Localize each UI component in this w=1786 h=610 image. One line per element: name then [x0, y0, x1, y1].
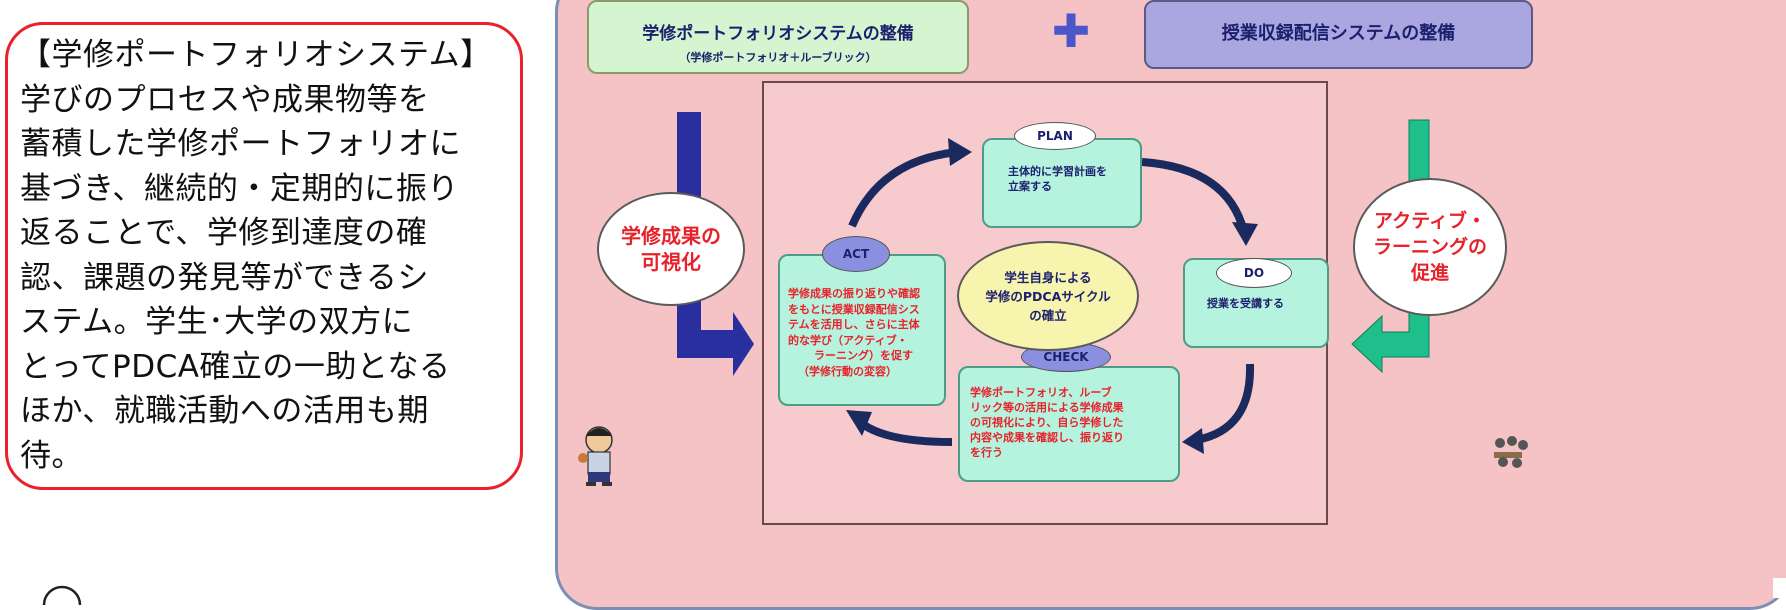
pdca-center-oval: 学生自身による 学修のPDCAサイクル の確立: [957, 241, 1139, 351]
visualization-oval: 学修成果の 可視化: [597, 192, 745, 306]
note-line: ほか、就職活動への活用も期: [20, 393, 429, 429]
check-text-line: リック等の活用による学修成果: [970, 401, 1124, 414]
note-line: ステム。学生･大学の双方に: [20, 304, 414, 340]
act-text-line: をもとに授業収録配信シス: [788, 302, 920, 316]
do-label-text: DO: [1243, 266, 1265, 280]
active-learning-oval: アクティブ・ ラーニングの 促進: [1353, 178, 1507, 316]
visualization-line: 学修成果の: [621, 224, 721, 248]
pdca-center-line: 学修のPDCAサイクル: [985, 288, 1111, 304]
check-text-line: を行う: [970, 446, 1003, 459]
note-line: 蓄積した学修ポートフォリオに: [20, 126, 461, 162]
act-text-line: 的な学び（アクティブ・: [788, 333, 908, 347]
description-note: 【学修ポートフォリオシステム】 学びのプロセスや成果物等を 蓄積した学修ポートフ…: [5, 22, 523, 490]
do-label: DO: [1216, 258, 1292, 288]
act-text-line: 学修成果の振り返りや確認: [788, 287, 920, 300]
act-text-line: ラーニング）を促す: [814, 349, 913, 362]
note-line: 待。: [20, 437, 83, 474]
act-box: 学修成果の振り返りや確認 をもとに授業収録配信シス テムを活用し、さらに主体 的…: [778, 254, 946, 406]
class-discussion-illustration-icon: [1494, 436, 1528, 468]
act-label: ACT: [822, 236, 890, 272]
portfolio-system-subtitle: （学修ポートフォリオ＋ルーブリック）: [679, 51, 877, 64]
check-box: 学修ポートフォリオ、ルーブ リック等の活用による学修成果 の可視化により、自ら学…: [958, 366, 1180, 482]
plus-icon: ✚: [1051, 4, 1091, 58]
pdca-center-line: 学生自身による: [1004, 269, 1092, 285]
visualization-arrow: [677, 112, 754, 376]
do-text-line: 授業を受講する: [1207, 297, 1284, 310]
active-learning-line: 促進: [1410, 262, 1449, 284]
act-to-plan-arrow: [848, 148, 959, 228]
check-label: CHECK: [1021, 342, 1111, 372]
check-text-line: 内容や成果を確認し、振り返り: [970, 431, 1124, 444]
portfolio-system-title: 学修ポートフォリオシステムの整備: [642, 24, 914, 44]
note-line: とってPDCA確立の一助となる: [20, 348, 451, 385]
check-label-text: CHECK: [1043, 350, 1089, 364]
plan-label-text: PLAN: [1037, 129, 1073, 143]
note-line: 学びのプロセスや成果物等を: [20, 81, 430, 118]
act-text-line: テムを活用し、さらに主体: [788, 318, 920, 331]
pdca-center-line: の確立: [1029, 307, 1067, 323]
plan-label: PLAN: [1014, 122, 1096, 150]
act-text-line: （学修行動の変容）: [798, 364, 897, 378]
description-text: 【学修ポートフォリオシステム】 学びのプロセスや成果物等を 蓄積した学修ポートフ…: [20, 33, 520, 478]
plan-text-line: 立案する: [1008, 180, 1052, 193]
lecture-capture-box: 授業収録配信システムの整備: [1144, 0, 1533, 69]
note-line: 基づき、継続的・定期的に振り: [20, 170, 459, 207]
visualization-line: 可視化: [641, 250, 701, 274]
note-line: 【学修ポートフォリオシステム】: [20, 37, 492, 73]
act-label-text: ACT: [842, 247, 870, 261]
student-illustration-icon: [578, 426, 613, 486]
portfolio-system-box: 学修ポートフォリオシステムの整備 （学修ポートフォリオ＋ルーブリック）: [587, 0, 969, 74]
active-learning-line: アクティブ・: [1374, 210, 1486, 232]
active-learning-line: ラーニングの: [1372, 236, 1487, 258]
lecture-capture-title: 授業収録配信システムの整備: [1221, 23, 1456, 44]
note-line: 返ることで、学修到達度の確: [20, 215, 428, 251]
check-text-line: の可視化により、自ら学修した: [970, 416, 1124, 429]
plan-text-line: 主体的に学習計画を: [1008, 165, 1107, 178]
check-text-line: 学修ポートフォリオ、ルーブ: [970, 386, 1112, 399]
do-to-check-arrow: [1195, 363, 1255, 444]
plan-to-do-arrow: [1141, 158, 1248, 234]
note-line: 認、課題の発見等ができるシ: [20, 259, 429, 296]
